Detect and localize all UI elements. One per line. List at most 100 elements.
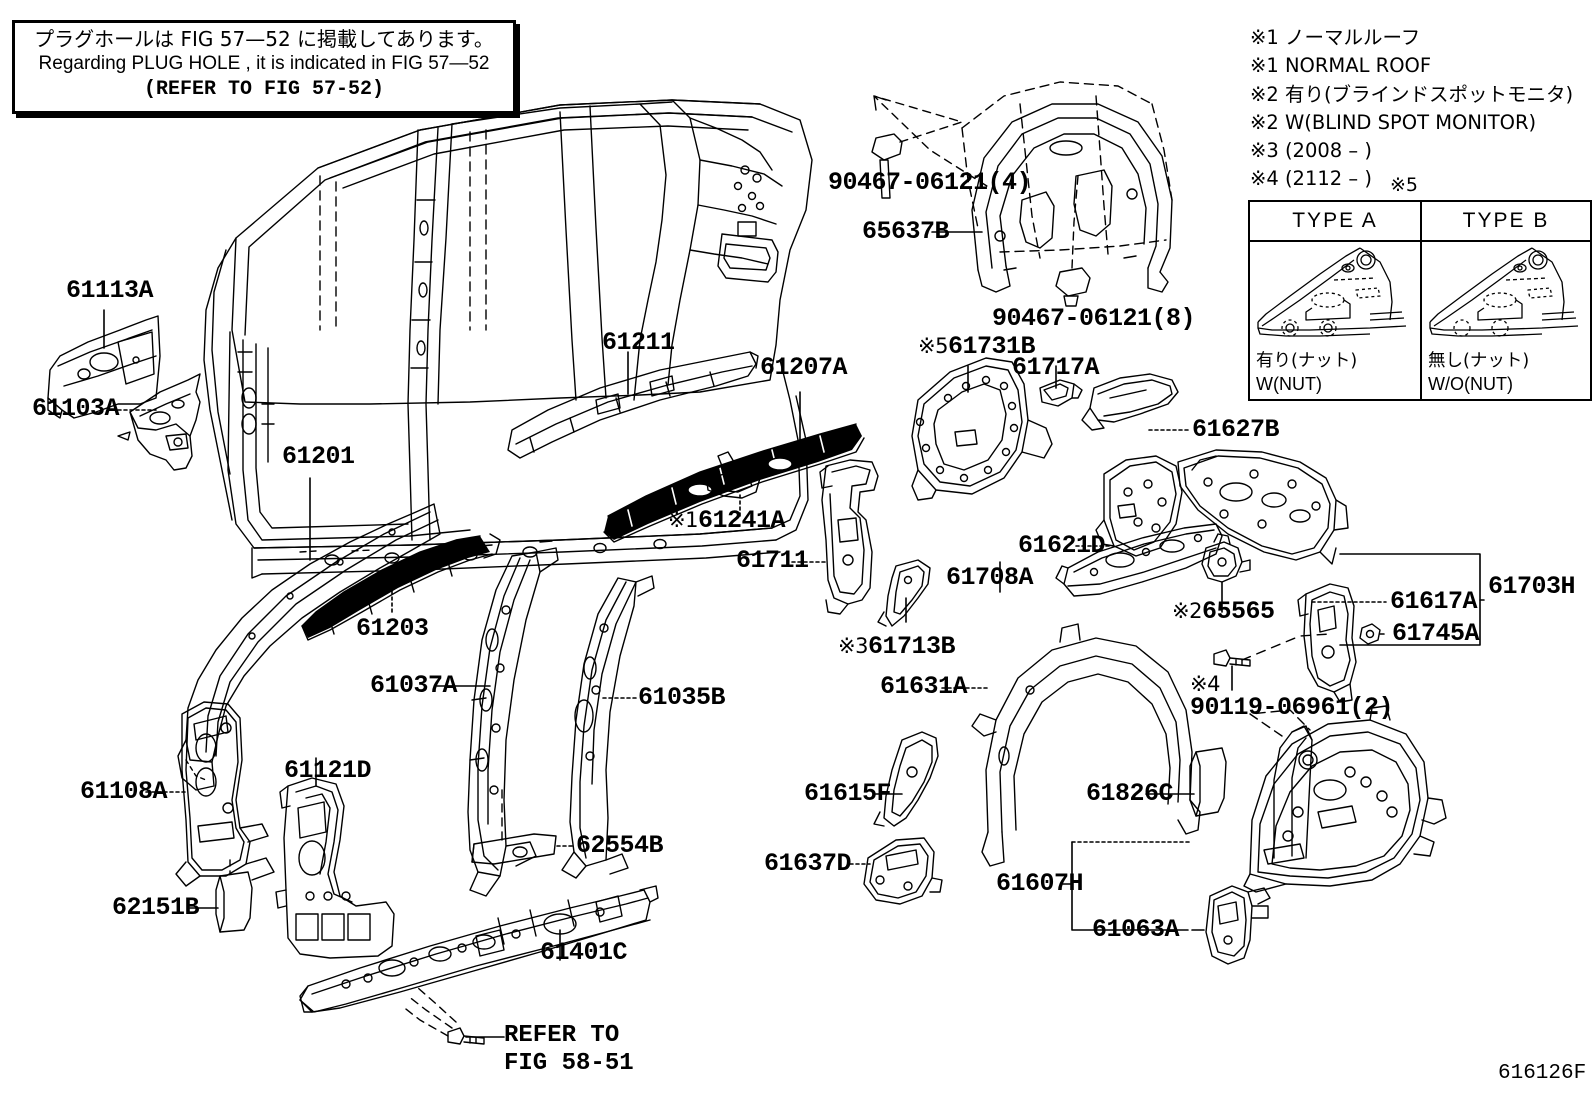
part-art-61203 — [301, 533, 501, 641]
part-art-61607H — [1243, 705, 1447, 893]
part-art-61711 — [819, 459, 879, 615]
part-art-61615F — [873, 731, 939, 827]
part-label-62554B[interactable]: 62554B — [576, 831, 664, 860]
part-art-62554B — [471, 833, 557, 865]
part-label-61615F[interactable]: 61615F — [804, 779, 892, 808]
part-art-61713B — [877, 559, 931, 627]
footnote-1-jp: ※1 ノーマルルーフ — [1250, 26, 1421, 49]
part-art-61063A — [1205, 885, 1271, 965]
footnote-3: ※3 (2008 – ) — [1250, 139, 1372, 163]
type-column-b: TYPE B — [1420, 202, 1590, 400]
part-art-61211 — [507, 351, 759, 459]
type-a-caption-en: W(NUT) — [1256, 373, 1322, 394]
part-label-61826C[interactable]: 61826C — [1086, 779, 1174, 808]
part-label-61637D[interactable]: 61637D — [764, 849, 852, 878]
plug-hole-note-jp: プラグホールは FIG 57—52 に掲載してあります。 — [34, 27, 494, 51]
part-label-90467-06121-4[interactable]: 90467-06121(4) — [828, 168, 1032, 197]
part-label-61731B[interactable]: ※561731B — [918, 332, 1035, 361]
part-art-61708A — [1055, 523, 1223, 597]
plug-hole-note-en: Regarding PLUG HOLE , it is indicated in… — [38, 53, 490, 74]
part-label-61211[interactable]: 61211 — [602, 328, 675, 357]
part-label-61621D[interactable]: 61621D — [1018, 531, 1106, 560]
part-label-61037A[interactable]: 61037A — [370, 671, 458, 700]
part-label-61203[interactable]: 61203 — [356, 614, 429, 643]
part-label-61035B[interactable]: 61035B — [638, 683, 726, 712]
footnote-1-en: ※1 NORMAL ROOF — [1250, 54, 1432, 78]
part-label-61617A[interactable]: 61617A — [1390, 587, 1478, 616]
part-label-61241A[interactable]: ※161241A — [668, 506, 785, 535]
part-art-61037A — [467, 547, 559, 897]
part-label-61708A[interactable]: 61708A — [946, 563, 1034, 592]
type-a-illustration — [1250, 242, 1420, 350]
type-b-caption-en: W/O(NUT) — [1428, 373, 1513, 394]
part-art-61121D — [275, 777, 395, 959]
part-art-90467-top — [871, 133, 903, 199]
part-label-65565[interactable]: ※265565 — [1172, 597, 1275, 626]
part-label-61113A[interactable]: 61113A — [66, 276, 154, 305]
part-label-62151B[interactable]: 62151B — [112, 893, 200, 922]
plug-hole-note-box: プラグホールは FIG 57—52 に掲載してあります。 Regarding P… — [12, 20, 516, 114]
part-label-61401C[interactable]: 61401C — [540, 938, 628, 967]
figure-code: 616126F — [1498, 1062, 1587, 1085]
part-art-61108A — [175, 701, 275, 887]
type-column-a: TYPE A — [1250, 202, 1420, 399]
part-art-61717A — [1039, 379, 1083, 407]
type-a-caption: 有り(ナット) W(NUT) — [1250, 350, 1420, 399]
type-comparison-table: TYPE A — [1248, 200, 1592, 402]
part-art-61731B — [911, 357, 1053, 501]
part-art-61745A — [1359, 623, 1381, 645]
plug-hole-note-ref: (REFER TO FIG 57-52) — [143, 77, 385, 101]
part-art-90467-bottom — [1055, 267, 1091, 307]
type-a-caption-jp: 有り(ナット) — [1256, 351, 1358, 371]
type-a-header: TYPE A — [1250, 202, 1420, 242]
part-art-90119-bolt — [1213, 649, 1251, 667]
leader-lines — [103, 231, 1485, 1038]
refer-line-1: REFER TO — [504, 1022, 620, 1049]
part-label-61607H[interactable]: 61607H — [996, 869, 1084, 898]
part-art-refer-bolt — [447, 1027, 485, 1045]
part-art-61201 — [177, 503, 441, 791]
part-art-61241A — [705, 451, 761, 499]
part-label-61063A[interactable]: 61063A — [1092, 915, 1180, 944]
type-table-marker: ※5 — [1390, 174, 1419, 196]
part-label-61207A[interactable]: 61207A — [760, 353, 848, 382]
part-label-61121D[interactable]: 61121D — [284, 756, 372, 785]
part-label-61108A[interactable]: 61108A — [80, 777, 168, 806]
part-art-61113A — [47, 315, 161, 419]
refer-to-fig-note: REFER TO FIG 58-51 — [504, 1022, 634, 1079]
part-label-65637B[interactable]: 65637B — [862, 217, 950, 246]
part-art-61703H — [1177, 449, 1349, 565]
type-b-illustration — [1422, 242, 1590, 350]
body-shell-outline — [203, 99, 813, 579]
part-art-61826C — [1189, 747, 1227, 817]
type-b-header: TYPE B — [1422, 202, 1590, 242]
part-art-61401C — [299, 885, 659, 1013]
footnote-list: ※1 ノーマルルーフ ※1 NORMAL ROOF ※2 有り(ブラインドスポッ… — [1250, 24, 1573, 194]
part-art-62151B — [215, 871, 253, 933]
part-label-61717A[interactable]: 61717A — [1012, 353, 1100, 382]
part-label-61703H[interactable]: 61703H — [1488, 572, 1576, 601]
part-art-61617A — [1297, 583, 1357, 703]
part-label-61745A[interactable]: 61745A — [1392, 619, 1480, 648]
refer-line-2: FIG 58-51 — [504, 1050, 634, 1078]
footnote-2-en: ※2 W(BLIND SPOT MONITOR) — [1250, 110, 1537, 134]
part-label-61711[interactable]: 61711 — [736, 546, 809, 575]
part-label-61627B[interactable]: 61627B — [1192, 415, 1280, 444]
part-label-61713B[interactable]: ※361713B — [838, 632, 955, 661]
part-label-61103A[interactable]: 61103A — [32, 394, 120, 423]
part-art-61035B — [561, 575, 655, 879]
type-b-caption-jp: 無し(ナット) — [1428, 351, 1530, 371]
part-art-61631A — [971, 623, 1201, 867]
part-art-61621D — [1095, 455, 1183, 557]
part-art-61103A — [117, 373, 201, 471]
part-art-61627B — [1081, 373, 1179, 431]
part-label-90467-06121-8[interactable]: 90467-06121(8) — [992, 304, 1196, 333]
type-b-caption: 無し(ナット) W/O(NUT) — [1422, 350, 1590, 399]
footnote-2-jp: ※2 有り(ブラインドスポットモニタ) — [1250, 82, 1574, 106]
part-label-61631A[interactable]: 61631A — [880, 672, 968, 701]
part-label-61201[interactable]: 61201 — [282, 442, 355, 471]
footnote-4: ※4 (2112 – ) — [1250, 167, 1372, 191]
